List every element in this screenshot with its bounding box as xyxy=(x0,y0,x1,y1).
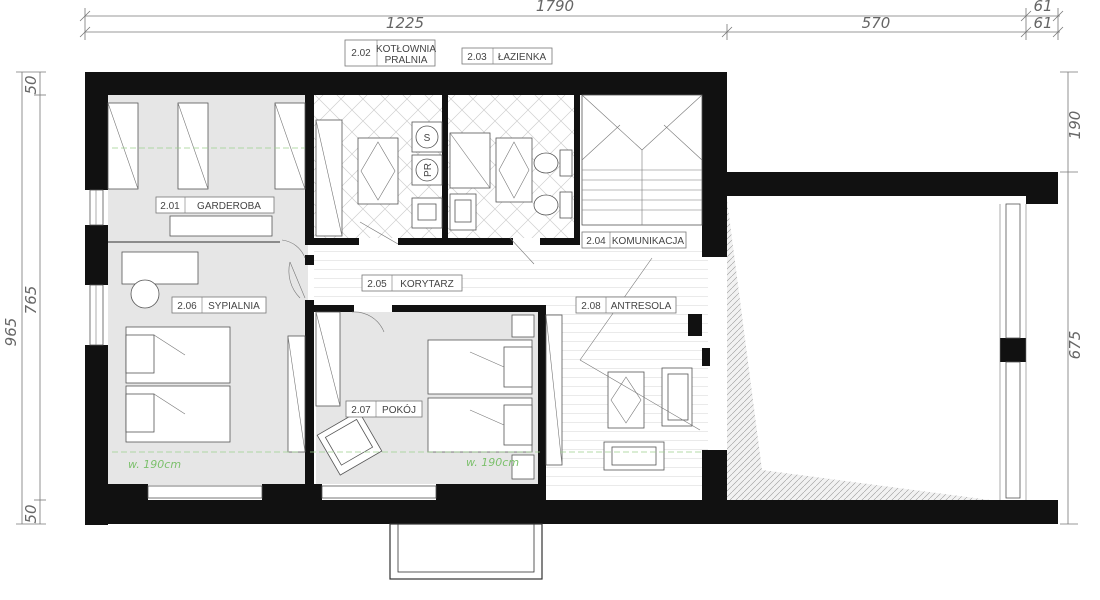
bathroom-furniture xyxy=(449,132,573,265)
svg-text:2.02: 2.02 xyxy=(351,48,371,59)
boiler-s-label: S xyxy=(424,133,431,144)
room-label-2-08: 2.08 ANTRESOLA xyxy=(575,296,677,314)
room-label-2-04: 2.04 KOMUNIKACJA xyxy=(581,231,687,249)
svg-text:PRALNIA: PRALNIA xyxy=(385,55,428,66)
svg-text:KOMUNIKACJA: KOMUNIKACJA xyxy=(612,236,685,247)
right-dimensions: 190 675 xyxy=(1060,71,1084,525)
dim-left-top: 50 xyxy=(22,75,40,94)
walls xyxy=(85,72,1058,525)
dim-top-left: 1225 xyxy=(386,14,424,32)
dim-right-top: 190 xyxy=(1066,111,1084,140)
dim-left-mid: 765 xyxy=(22,286,40,315)
left-dimensions: 965 765 50 50 xyxy=(2,71,46,525)
svg-text:2.04: 2.04 xyxy=(586,236,606,247)
svg-text:GARDEROBA: GARDEROBA xyxy=(197,201,261,212)
stairs xyxy=(581,94,703,226)
room-label-2-03: 2.03 ŁAZIENKA xyxy=(461,47,553,65)
dim-left-total: 965 xyxy=(2,318,20,347)
svg-text:2.06: 2.06 xyxy=(177,301,197,312)
dim-right-bottom: 675 xyxy=(1066,331,1084,360)
balcony xyxy=(389,523,543,580)
height-note-right: w. 190cm xyxy=(466,456,519,469)
svg-text:2.03: 2.03 xyxy=(467,52,487,63)
bedroom-furniture xyxy=(121,239,306,453)
wardrobe-furniture xyxy=(107,102,306,243)
room-label-2-05: 2.05 KORYTARZ xyxy=(361,274,463,292)
svg-text:ANTRESOLA: ANTRESOLA xyxy=(611,301,672,312)
svg-text:POKÓJ: POKÓJ xyxy=(382,403,416,416)
dim-left-bottom: 50 xyxy=(22,504,40,523)
dim-top-mid: 570 xyxy=(862,14,891,32)
top-dimensions: 1790 61 1225 570 61 xyxy=(79,0,1064,40)
room-label-2-01: 2.01 GARDEROBA xyxy=(155,196,275,214)
room-label-2-02: 2.02 KOTŁOWNIA PRALNIA xyxy=(344,39,436,67)
svg-text:ŁAZIENKA: ŁAZIENKA xyxy=(498,52,547,63)
svg-text:KORYTARZ: KORYTARZ xyxy=(400,279,454,290)
room-label-2-07: 2.07 POKÓJ xyxy=(345,400,423,418)
room-furniture xyxy=(315,311,535,480)
dim-top-right-1: 61 xyxy=(1033,0,1052,15)
room-label-2-06: 2.06 SYPIALNIA xyxy=(171,296,267,314)
dim-top-total: 1790 xyxy=(536,0,574,15)
svg-text:2.07: 2.07 xyxy=(351,405,371,416)
windows xyxy=(89,189,1027,500)
svg-text:SYPIALNIA: SYPIALNIA xyxy=(208,301,260,312)
svg-text:2.01: 2.01 xyxy=(160,201,180,212)
svg-text:2.05: 2.05 xyxy=(367,279,387,290)
height-note-left: w. 190cm xyxy=(128,458,181,471)
dim-top-right-2: 61 xyxy=(1033,14,1052,32)
washer-pr-label: PR xyxy=(423,163,434,177)
svg-text:2.08: 2.08 xyxy=(581,301,601,312)
boiler-room-furniture: S PR xyxy=(315,119,443,245)
svg-text:KOTŁOWNIA: KOTŁOWNIA xyxy=(376,44,436,55)
